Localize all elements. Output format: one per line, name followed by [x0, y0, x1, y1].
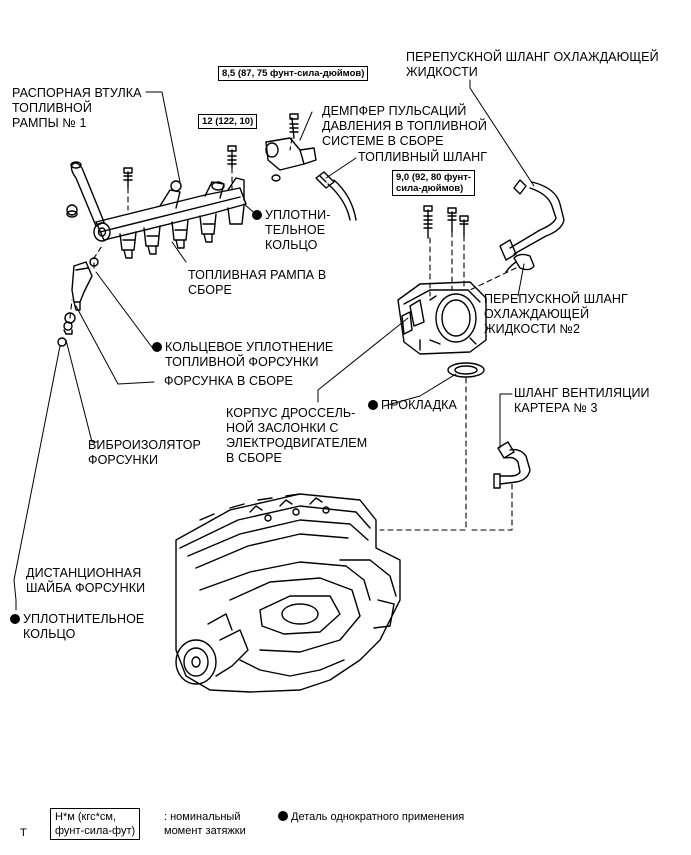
label-o-ring-upper-text: УПЛОТНИ- ТЕЛЬНОЕ КОЛЬЦО [265, 208, 331, 252]
label-injector: ФОРСУНКА В СБОРЕ [164, 374, 293, 388]
non-reusable-dot-icon [278, 811, 288, 821]
throttle-body-drawing [397, 205, 487, 378]
ventilation-hose-drawing [493, 441, 531, 489]
non-reusable-dot-icon [152, 342, 162, 352]
non-reusable-dot-icon [252, 210, 262, 220]
label-gasket: ПРОКЛАДКА [368, 398, 457, 413]
legend-torque-desc: : номинальный момент затяжки [164, 811, 246, 837]
label-coolant-bypass-hose: ПЕРЕПУСКНОЙ ШЛАНГ ОХЛАЖДАЮЩЕЙ ЖИДКОСТИ [406, 50, 659, 79]
label-vibration-insulator: ВИБРОИЗОЛЯТОР ФОРСУНКИ [88, 438, 201, 467]
label-fuel-rail-spacer: РАСПОРНАЯ ВТУЛКА ТОПЛИВНОЙ РАМПЫ № 1 [12, 86, 142, 130]
injector-drawing [57, 257, 99, 347]
label-fuel-rail: ТОПЛИВНАЯ РАМПА В СБОРЕ [188, 268, 327, 297]
label-o-ring-lower: УПЛОТНИТЕЛЬНОЕ КОЛЬЦО [10, 612, 144, 642]
legend-non-reusable-text: Деталь однократного применения [291, 811, 465, 823]
torque-damper-bolt: 8,5 (87, 75 фунт-сила-дюймов) [218, 66, 369, 81]
assembly-dashed-lines [69, 137, 517, 531]
label-injector-o-ring-text: КОЛЬЦЕВОЕ УПЛОТНЕНИЕ ТОПЛИВНОЙ ФОРСУНКИ [165, 340, 334, 369]
legend-non-reusable: Деталь однократного применения [278, 810, 464, 824]
label-gasket-text: ПРОКЛАДКА [381, 398, 457, 412]
leader-lines [13, 79, 535, 611]
label-coolant-bypass-hose-2: ПЕРЕПУСКНОЙ ШЛАНГ ОХЛАЖДАЮЩЕЙ ЖИДКОСТИ №… [484, 292, 628, 336]
label-injector-o-ring: КОЛЬЦЕВОЕ УПЛОТНЕНИЕ ТОПЛИВНОЙ ФОРСУНКИ [152, 340, 333, 370]
fuel-rail-drawing [66, 145, 247, 259]
bypass-hose-2-drawing [505, 253, 535, 273]
label-ventilation-hose: ШЛАНГ ВЕНТИЛЯЦИИ КАРТЕРА № 3 [514, 386, 650, 415]
legend-torque-unit-box: Н*м (кгс*см, фунт-сила-фут) [50, 808, 141, 840]
label-o-ring-lower-text: УПЛОТНИТЕЛЬНОЕ КОЛЬЦО [23, 612, 145, 641]
label-throttle-body: КОРПУС ДРОССЕЛЬ- НОЙ ЗАСЛОНКИ С ЭЛЕКТРОД… [226, 406, 368, 465]
fuel-hose-drawing [315, 171, 357, 221]
torque-rail-bolt: 12 (122, 10) [198, 114, 258, 129]
label-o-ring-upper: УПЛОТНИ- ТЕЛЬНОЕ КОЛЬЦО [252, 208, 330, 253]
label-pulsation-damper: ДЕМПФЕР ПУЛЬСАЦИЙ ДАВЛЕНИЯ В ТОПЛИВНОЙ С… [322, 104, 487, 148]
torque-throttle-bolt: 9,0 (92, 80 фунт- сила-дюймов) [392, 170, 476, 196]
non-reusable-dot-icon [10, 614, 20, 624]
pulsation-damper-drawing [265, 113, 317, 182]
bypass-hose-drawing [499, 179, 565, 261]
non-reusable-dot-icon [368, 400, 378, 410]
engine-drawing [175, 493, 401, 693]
corner-mark: T [20, 827, 27, 839]
label-injector-spacer: ДИСТАНЦИОННАЯ ШАЙБА ФОРСУНКИ [26, 566, 146, 595]
label-fuel-hose: ТОПЛИВНЫЙ ШЛАНГ [358, 150, 488, 164]
